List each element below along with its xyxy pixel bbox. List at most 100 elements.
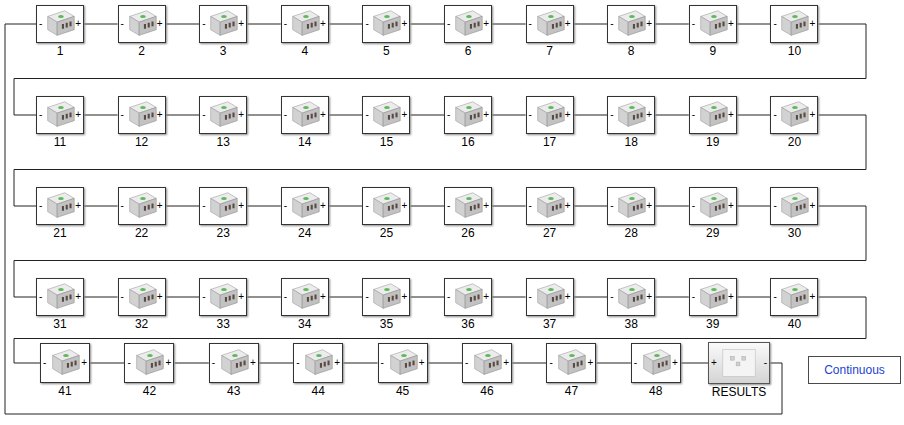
- port-sign: +: [402, 201, 408, 211]
- port-sign: -: [692, 19, 695, 29]
- port-sign: -: [610, 110, 613, 120]
- port-sign: -: [773, 201, 776, 211]
- port-sign: +: [402, 110, 408, 120]
- battery-block: -+42: [124, 343, 174, 383]
- block-number: 25: [380, 227, 393, 240]
- block-number: RESULTS: [712, 386, 766, 399]
- battery-block: -+37: [526, 278, 574, 316]
- series-wire: [681, 363, 708, 364]
- port-sign: +: [483, 292, 489, 302]
- battery-block: -+32: [118, 278, 166, 316]
- series-wire: [166, 24, 200, 25]
- port-sign: +: [728, 201, 734, 211]
- port-sign: +: [728, 110, 734, 120]
- block-number: 32: [135, 318, 148, 331]
- block-number: 27: [543, 227, 556, 240]
- battery-block: -+23: [199, 187, 247, 225]
- block-number: 30: [788, 227, 801, 240]
- series-wire: [574, 297, 608, 298]
- battery-block: -+39: [689, 278, 737, 316]
- battery-block: -+15: [362, 96, 410, 134]
- port-sign: -: [447, 201, 450, 211]
- series-wire: [492, 24, 526, 25]
- battery-block: -+44: [293, 343, 343, 383]
- battery-block: -+38: [607, 278, 655, 316]
- battery-block: -+6: [444, 5, 492, 43]
- series-wire: [655, 115, 689, 116]
- block-number: 39: [706, 318, 719, 331]
- series-wire: [329, 297, 363, 298]
- series-wire: [410, 206, 444, 207]
- battery-block: -+13: [199, 96, 247, 134]
- block-number: 22: [135, 227, 148, 240]
- battery-block: -+3: [199, 5, 247, 43]
- port-sign: +: [157, 201, 163, 211]
- battery-block: -+5: [362, 5, 410, 43]
- port-sign: -: [447, 292, 450, 302]
- port-sign: +: [565, 19, 571, 29]
- series-wire: [492, 206, 526, 207]
- series-wire: [655, 24, 689, 25]
- port-sign: -: [773, 19, 776, 29]
- port-sign: -: [610, 19, 613, 29]
- block-number: 41: [58, 385, 71, 398]
- battery-block: -+14: [281, 96, 329, 134]
- battery-block: -+20: [770, 96, 818, 134]
- series-wire: [90, 363, 124, 364]
- block-number: 2: [138, 45, 145, 58]
- battery-block: -+35: [362, 278, 410, 316]
- series-wire: [166, 297, 200, 298]
- block-number: 14: [298, 136, 311, 149]
- battery-block: -+41: [40, 343, 90, 383]
- port-sign: +: [728, 19, 734, 29]
- block-number: 37: [543, 318, 556, 331]
- block-number: 18: [625, 136, 638, 149]
- port-sign: -: [121, 201, 124, 211]
- results-icon: [709, 343, 769, 383]
- port-sign: -: [365, 201, 368, 211]
- series-wire: [410, 24, 444, 25]
- port-sign: -: [610, 201, 613, 211]
- battery-block: -+1: [36, 5, 84, 43]
- block-number: 40: [788, 318, 801, 331]
- port-sign: -: [202, 110, 205, 120]
- battery-block: -+25: [362, 187, 410, 225]
- series-wire: [737, 24, 771, 25]
- block-number: 36: [461, 318, 474, 331]
- port-sign: +: [810, 292, 816, 302]
- battery-block: -+26: [444, 187, 492, 225]
- port-sign: -: [381, 358, 384, 368]
- port-sign: -: [39, 110, 42, 120]
- port-sign: +: [75, 110, 81, 120]
- port-sign: +: [238, 19, 244, 29]
- port-sign: -: [365, 19, 368, 29]
- port-sign: +: [646, 292, 652, 302]
- series-wire: [247, 297, 281, 298]
- block-number: 3: [220, 45, 227, 58]
- port-sign: -: [127, 358, 130, 368]
- port-sign: +: [565, 292, 571, 302]
- block-number: 15: [380, 136, 393, 149]
- block-number: 24: [298, 227, 311, 240]
- block-number: 26: [461, 227, 474, 240]
- port-sign: +: [81, 358, 87, 368]
- block-number: 21: [53, 227, 66, 240]
- port-sign: +: [238, 292, 244, 302]
- block-number: 20: [788, 136, 801, 149]
- block-number: 5: [383, 45, 390, 58]
- port-sign: -: [773, 110, 776, 120]
- battery-block: -+19: [689, 96, 737, 134]
- battery-block: -+11: [36, 96, 84, 134]
- block-number: 43: [227, 385, 240, 398]
- block-number: 13: [217, 136, 230, 149]
- block-number: 45: [396, 385, 409, 398]
- block-number: 47: [565, 385, 578, 398]
- port-sign: -: [549, 358, 552, 368]
- port-sign: -: [212, 358, 215, 368]
- series-wire: [512, 363, 546, 364]
- series-wire: [737, 115, 771, 116]
- series-wire: [5, 24, 782, 414]
- port-sign: +: [75, 201, 81, 211]
- battery-block: -+33: [199, 278, 247, 316]
